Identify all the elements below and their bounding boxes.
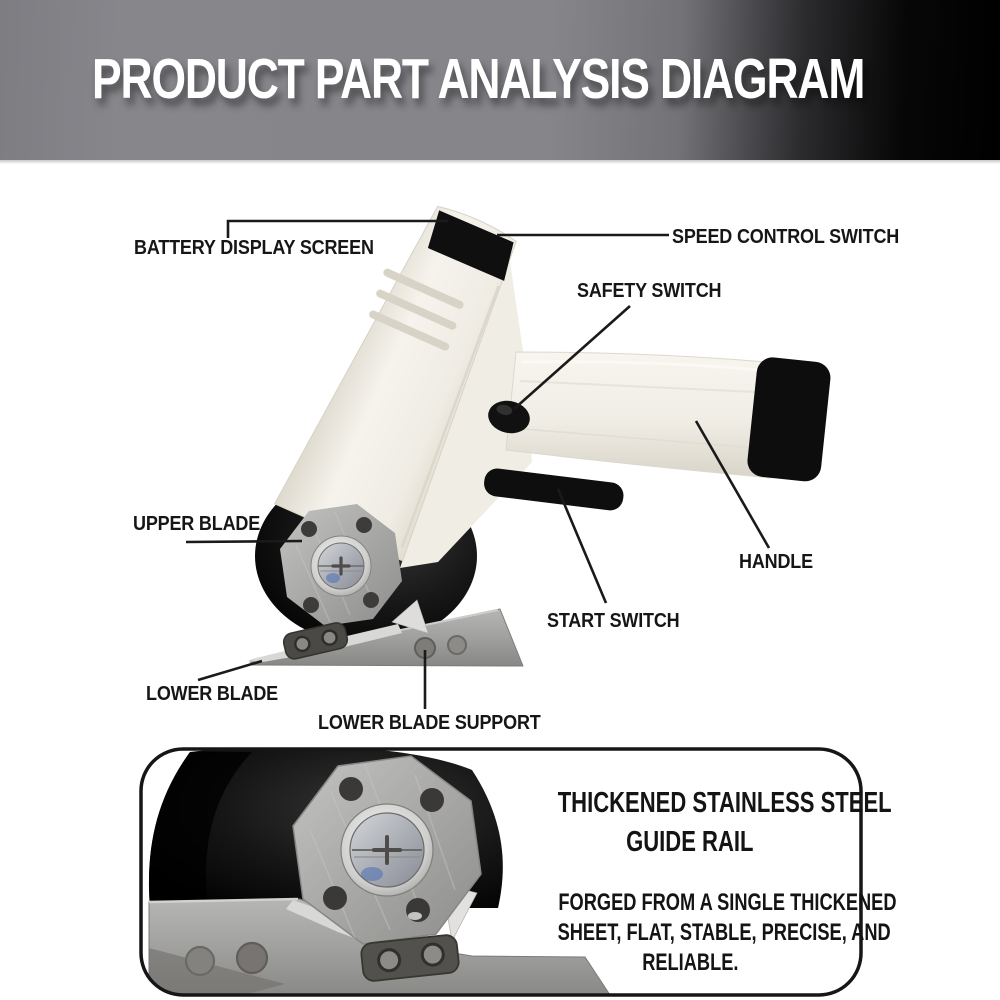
panel-border xyxy=(139,747,863,997)
label-safety-switch: SAFETY SWITCH xyxy=(577,280,722,302)
leader-handle xyxy=(694,420,771,549)
leader-battery-display-screen xyxy=(226,219,448,238)
panel-desc-line3: RELIABLE. xyxy=(641,949,739,976)
panel-title-line2: GUIDE RAIL xyxy=(626,826,754,858)
handle-barrel xyxy=(505,351,831,482)
leader-lines xyxy=(185,219,771,709)
label-lower-blade-support: LOWER BLADE SUPPORT xyxy=(318,712,541,734)
panel-title-line1: THICKENED STAINLESS STEEL xyxy=(557,787,892,819)
upper-blade-disc xyxy=(280,504,402,626)
motor-arm xyxy=(274,205,517,562)
closeup-connector xyxy=(360,934,460,982)
label-lower-blade: LOWER BLADE xyxy=(146,683,279,705)
closeup-hub xyxy=(340,803,434,897)
leader-lower-blade xyxy=(197,659,263,682)
label-handle: HANDLE xyxy=(739,551,813,573)
vent-grooves xyxy=(369,268,464,351)
blade-hub xyxy=(310,535,372,597)
header-banner: PRODUCT PART ANALYSIS DIAGRAM xyxy=(0,0,1000,164)
page-title: PRODUCT PART ANALYSIS DIAGRAM xyxy=(92,47,865,111)
feature-panel xyxy=(139,747,863,997)
rail-rivet xyxy=(447,635,467,655)
label-start-switch: START SWITCH xyxy=(547,610,680,632)
leader-start-switch xyxy=(556,488,608,604)
leader-upper-blade xyxy=(185,539,303,544)
blade-connector xyxy=(282,622,349,660)
leader-safety-switch xyxy=(513,305,631,410)
label-speed-control-switch: SPEED CONTROL SWITCH xyxy=(672,226,900,248)
battery-screen xyxy=(427,210,514,281)
handle-end-cap xyxy=(747,357,831,482)
safety-switch-button xyxy=(488,400,530,434)
panel-desc-line2: SHEET, FLAT, STABLE, PRECISE, AND xyxy=(557,919,891,946)
panel-desc-line1: FORGED FROM A SINGLE THICKENED xyxy=(558,889,897,916)
closeup-upper-blade xyxy=(292,755,482,945)
label-battery-display-screen: BATTERY DISPLAY SCREEN xyxy=(134,237,374,259)
start-switch-button xyxy=(484,468,624,511)
label-upper-blade: UPPER BLADE xyxy=(133,513,261,535)
cutter-product xyxy=(249,205,831,667)
closeup-photo xyxy=(148,749,613,995)
blade-tip xyxy=(391,599,429,634)
feature-panel-text: THICKENED STAINLESS STEEL GUIDE RAIL FOR… xyxy=(505,784,897,978)
